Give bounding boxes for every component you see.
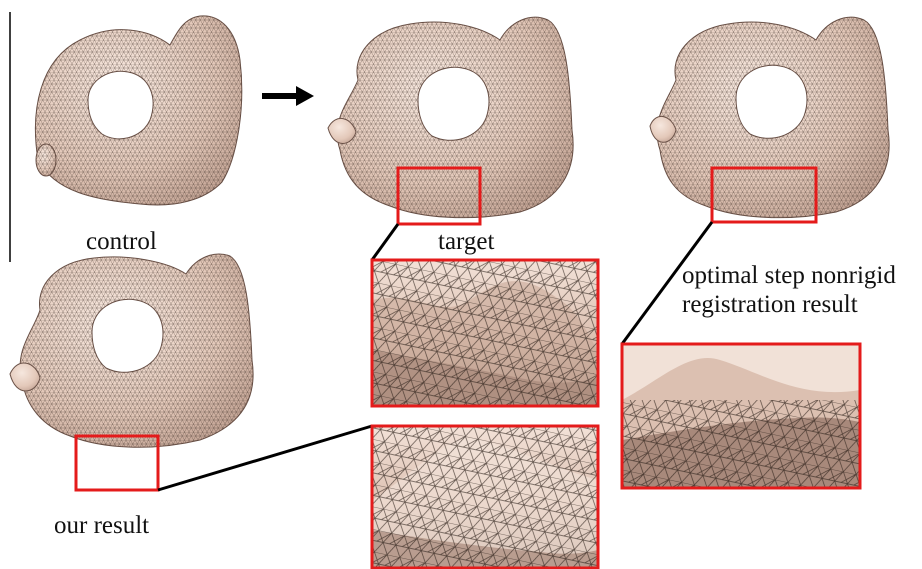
optimal-zoom-panel	[622, 344, 860, 488]
our-result-mesh	[10, 254, 253, 490]
right-arrow-icon	[262, 86, 314, 106]
caption-control: control	[86, 228, 157, 257]
control-mesh	[35, 16, 241, 205]
caption-optimal-line1: optimal step nonrigid	[682, 262, 922, 291]
optimal-step-mesh	[650, 17, 889, 222]
caption-optimal-line2: registration result	[682, 291, 922, 320]
caption-target: target	[438, 228, 494, 257]
target-mesh	[328, 17, 573, 224]
caption-optimal-step: optimal step nonrigid registration resul…	[682, 262, 922, 320]
target-zoom-panel	[372, 260, 598, 406]
target-connector-line	[372, 224, 398, 260]
caption-our-result: our result	[54, 512, 149, 541]
our-result-zoom-panel	[372, 426, 598, 568]
